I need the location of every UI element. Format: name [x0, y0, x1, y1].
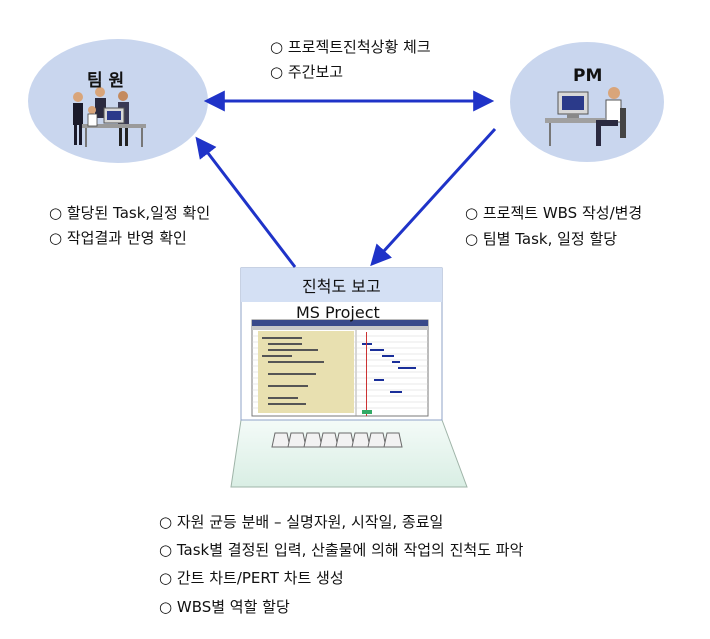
right-note-team-task: ○ 팀별 Task, 일정 할당: [465, 230, 618, 248]
top-note-progress-check: ○ 프로젝트진척상황 체크: [270, 38, 431, 56]
pm-workstation-icon: [545, 87, 626, 146]
laptop-graphic: [230, 267, 468, 488]
laptop-base: [230, 419, 468, 488]
right-note-wbs: ○ 프로젝트 WBS 작성/변경: [465, 204, 643, 222]
team-people-icon: [73, 87, 146, 147]
gantt-screenshot-icon: [251, 319, 429, 417]
pm-title: PM: [573, 66, 603, 86]
screen-title: 진척도 보고: [302, 277, 381, 296]
bottom-note-wbs-role: ○ WBS별 역할 할당: [159, 598, 290, 616]
arrow-computer-to-team: [195, 136, 297, 268]
bottom-note-progress: ○ Task별 결정된 입력, 산출물에 의해 작업의 진척도 파악: [159, 541, 524, 559]
app-name: MS Project: [296, 303, 380, 322]
keyboard-icon: [271, 432, 403, 448]
screen-header-band: [241, 268, 442, 302]
bottom-note-resource: ○ 자원 균등 분배 – 실명자원, 시작일, 종료일: [159, 513, 444, 531]
arrow-pm-to-computer: [370, 127, 497, 267]
team-title: 팀 원: [87, 71, 125, 91]
left-note-task-schedule: ○ 할당된 Task,일정 확인: [49, 204, 211, 222]
bottom-note-chart: ○ 간트 차트/PERT 차트 생성: [159, 569, 344, 587]
top-note-weekly-report: ○ 주간보고: [270, 63, 344, 81]
left-note-result-check: ○ 작업결과 반영 확인: [49, 229, 187, 247]
team-ellipse: [28, 39, 208, 163]
